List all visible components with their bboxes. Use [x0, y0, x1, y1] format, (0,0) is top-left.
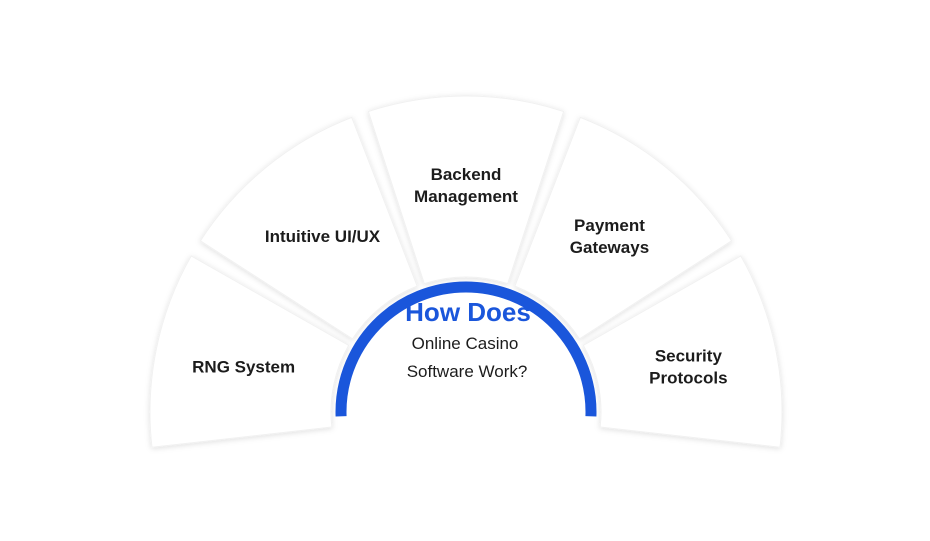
segment-label-line: Management — [414, 187, 518, 206]
segment-label-line: Protocols — [649, 368, 727, 387]
segment-label-line: Security — [655, 346, 723, 365]
segment-label-intuitive-ui-ux: Intuitive UI/UX — [265, 227, 381, 246]
center-subtitle-line-2: Software Work? — [407, 362, 528, 381]
segment-card-security-protocols — [582, 255, 783, 448]
segment-label-rng-system: RNG System — [192, 357, 295, 376]
segment-label-line: Backend — [431, 165, 502, 184]
segment-card-rng-system — [149, 255, 350, 448]
segment-label-line: RNG System — [192, 357, 295, 376]
center-text: How Does Online Casino Software Work? — [405, 297, 531, 381]
segment-card-payment-gateways — [514, 116, 733, 340]
segment-label-line: Intuitive UI/UX — [265, 227, 381, 246]
center-subtitle-line-1: Online Casino — [412, 334, 519, 353]
center-title: How Does — [405, 297, 531, 327]
segment-card-backend-management — [367, 95, 565, 285]
segment-label-line: Gateways — [570, 238, 649, 257]
segment-card-intuitive-ui-ux — [199, 116, 418, 340]
segment-label-line: Payment — [574, 216, 645, 235]
center-arc — [335, 281, 597, 417]
